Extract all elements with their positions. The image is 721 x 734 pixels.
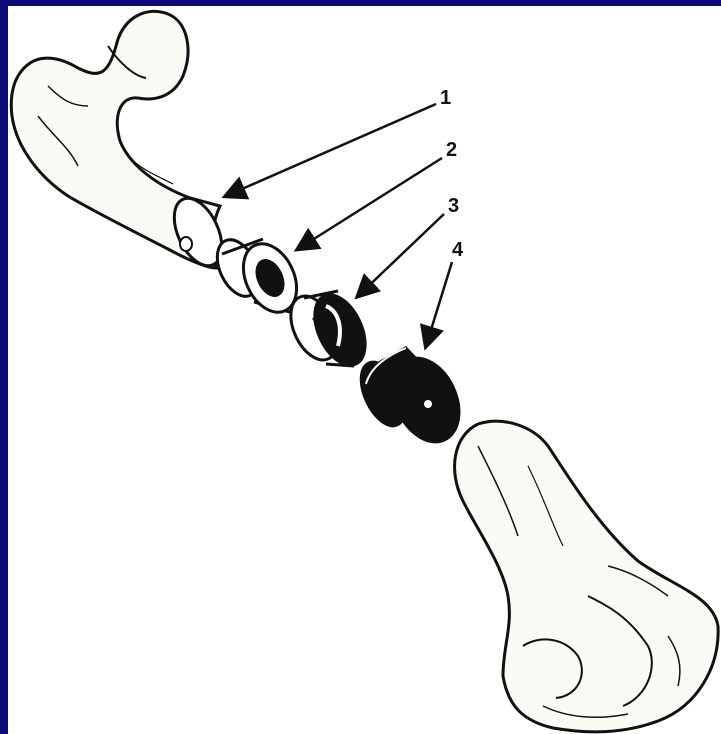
label-4: 4 [452, 239, 464, 261]
label-1: 1 [440, 87, 451, 109]
label-3: 3 [448, 195, 459, 217]
illustration-canvas: 1 2 3 4 [8, 6, 721, 734]
implant-segment-4 [352, 346, 471, 453]
arrow-3 [358, 214, 444, 296]
label-2: 2 [446, 139, 457, 161]
arrow-4 [426, 262, 452, 346]
proximal-femur [11, 11, 231, 273]
distal-femur [455, 421, 719, 732]
implant-segment-3 [282, 286, 376, 373]
femur-implant-diagram: 1 2 3 4 [8, 6, 721, 734]
